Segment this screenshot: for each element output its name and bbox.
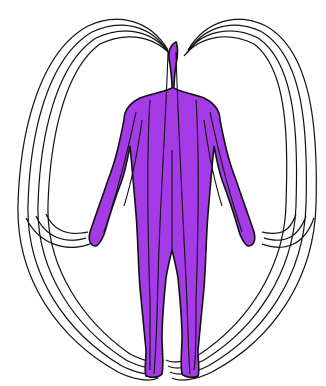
field-line-right-arm-1 — [262, 214, 296, 233]
field-line-left-arm-1 — [46, 214, 88, 233]
field-line-left-arm-3 — [26, 218, 90, 247]
field-line-left-arm-2 — [36, 216, 86, 240]
